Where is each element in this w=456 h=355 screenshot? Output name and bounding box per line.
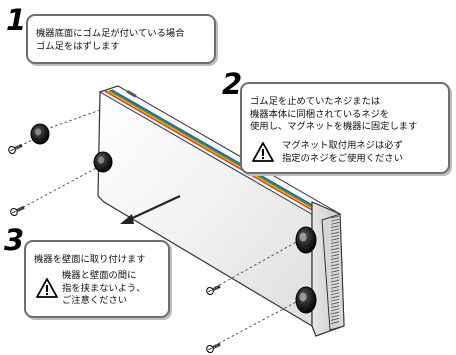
screw-icon: [206, 342, 221, 354]
rubber-foot-icon: [93, 151, 113, 173]
grille-slot: [330, 228, 340, 232]
grille-slot: [330, 302, 340, 305]
warning-icon: [36, 278, 58, 298]
grille-slot: [330, 321, 340, 324]
screw-icon: [206, 284, 221, 296]
step-2-line-1: ゴム足を止めていたネジまたは: [250, 96, 381, 107]
grille-slot: [330, 250, 340, 254]
step-1-line-1: 機器底面にゴム足が付いている場合: [36, 28, 185, 39]
grille-slot: [330, 254, 340, 257]
step-2-callout: ゴム足を止めていたネジまたは 機器本体に同梱されているネジを 使用し、マグネット…: [240, 82, 450, 174]
step-3-line-1: 機器を壁面に取り付けます: [34, 254, 146, 265]
device-body: [97, 85, 345, 337]
step-3-warning-line-3: ご注意ください: [62, 295, 128, 306]
grille-slot: [330, 260, 340, 264]
grille-slot: [330, 286, 340, 289]
warning-icon: [252, 142, 274, 162]
grille-slot: [330, 273, 340, 276]
grille-slot: [330, 244, 340, 248]
grille-slot: [330, 247, 340, 251]
direction-arrow-icon: [120, 195, 181, 224]
grille-slot: [330, 292, 340, 296]
screw-icon: [10, 205, 25, 217]
grille-slot: [330, 241, 340, 244]
grille-slot: [330, 305, 340, 308]
grille-slot: [330, 266, 340, 270]
grille-slot: [330, 270, 340, 273]
grille-slot: [330, 314, 340, 318]
grille-slot: [330, 318, 340, 321]
color-stripe: [106, 89, 331, 220]
step-2-number: 2: [222, 67, 243, 101]
grille-slot: [330, 295, 340, 299]
step-3-warning-line-1: 機器と壁面の間に: [62, 270, 137, 281]
color-stripe: [108, 89, 333, 220]
grille-slot: [330, 279, 340, 283]
grille-slot: [330, 311, 340, 315]
magnet-icon: [295, 286, 317, 314]
grille-slot: [330, 298, 340, 302]
color-stripe: [104, 90, 329, 220]
step-3-number: 3: [4, 223, 25, 257]
screw-icon: [8, 143, 23, 155]
grille-slot: [330, 276, 340, 280]
grille-slot: [330, 234, 340, 238]
grille-slot: [330, 222, 340, 225]
step-2-line-3: 使用し、マグネットを機器に固定します: [250, 121, 418, 132]
color-stripe: [111, 89, 336, 219]
grille-slot: [330, 231, 340, 235]
color-stripes: [104, 89, 336, 220]
grille-slot: [330, 257, 340, 260]
step-1-number: 1: [6, 3, 27, 37]
grille-slot: [330, 289, 340, 292]
grille-slot: [330, 238, 340, 241]
logo-mark: [126, 89, 137, 98]
step-3-callout: 機器を壁面に取り付けます 機器と壁面の間に 指を挟まないよう、 ご注意ください: [24, 240, 170, 318]
grille-slot: [330, 282, 340, 286]
grille-slot: [330, 218, 340, 222]
grille-slot: [330, 308, 340, 312]
grille-slot: [330, 225, 340, 228]
step-2-line-2: 機器本体に同梱されているネジを: [250, 108, 390, 120]
grille-slot: [330, 263, 340, 267]
vent-grille: [330, 215, 340, 324]
step-2-warning-line-1: マグネット取付用ネジは必ず: [282, 140, 403, 151]
step-3-warning-line-2: 指を挟まないよう、: [62, 282, 146, 294]
rubber-foot-icon: [30, 123, 50, 145]
step-1-callout: 機器底面にゴム足が付いている場合 ゴム足をはずします: [26, 14, 216, 64]
grille-slot: [330, 215, 340, 219]
step-1-line-2: ゴム足をはずします: [36, 40, 120, 52]
magnet-icon: [295, 226, 317, 254]
step-2-warning-line-2: 指定のネジをご使用ください: [282, 152, 403, 164]
